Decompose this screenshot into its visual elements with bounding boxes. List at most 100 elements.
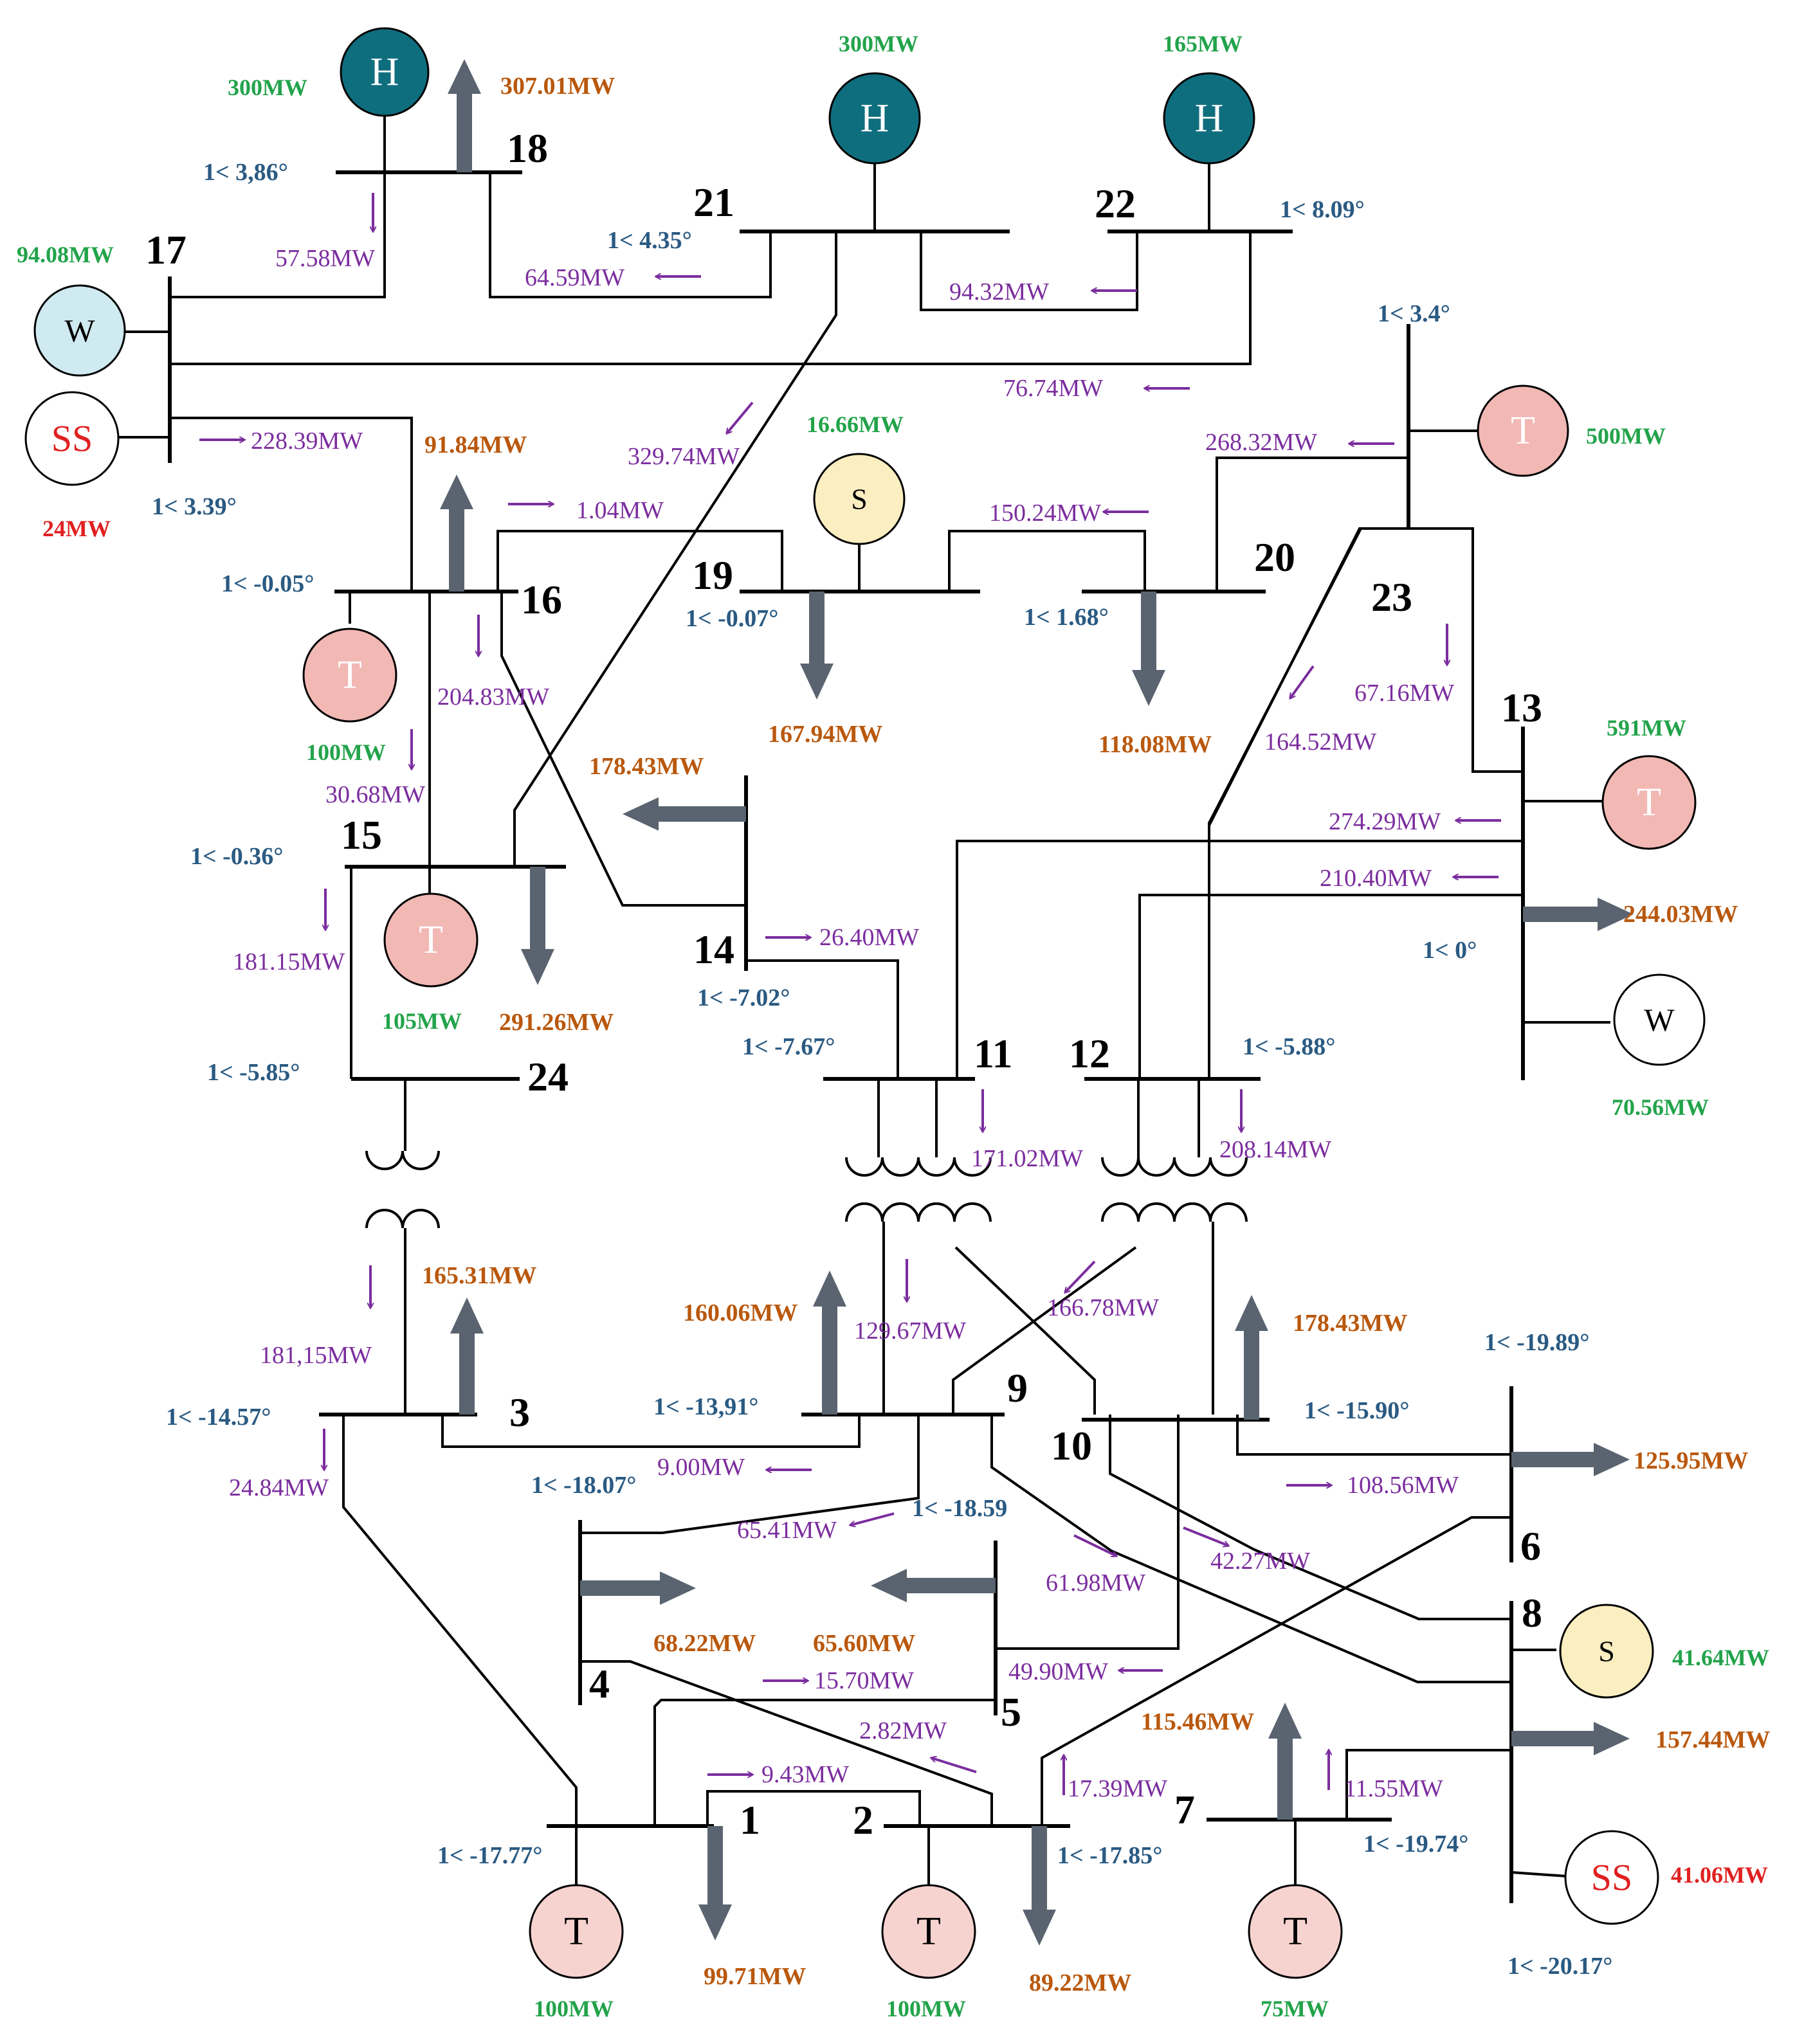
transformer-12-10 xyxy=(1101,1157,1248,1222)
bus-angle: 1< -0.05° xyxy=(221,570,314,597)
flow-mw: 65.41MW xyxy=(737,1517,837,1544)
bus-number: 7 xyxy=(1174,1787,1195,1832)
flow-mw: 9.00MW xyxy=(657,1454,745,1481)
thermal-generator-7: T xyxy=(1248,1884,1343,1979)
bus-number: 4 xyxy=(589,1661,610,1706)
bus-number: 10 xyxy=(1051,1423,1092,1469)
bus-angle: 1< -13,91° xyxy=(653,1393,759,1420)
bus-number: 23 xyxy=(1371,574,1412,620)
bus-angle: 1< 0° xyxy=(1423,937,1477,964)
generator-symbol: T xyxy=(419,918,443,962)
bus-angle: 1< 3,86° xyxy=(203,159,288,186)
bus-number: 15 xyxy=(341,812,382,858)
load-mw: 178.43MW xyxy=(589,753,704,780)
generator-symbol: S xyxy=(1598,1635,1615,1668)
flow-mw: 166.78MW xyxy=(1047,1294,1159,1321)
generator-mw: 165MW xyxy=(1163,31,1243,57)
generator-symbol: SS xyxy=(1591,1857,1633,1899)
load-mw: 165.31MW xyxy=(422,1262,536,1289)
generator-symbol: T xyxy=(1283,1910,1308,1953)
flow-mw: 61.98MW xyxy=(1046,1569,1145,1596)
flow-mw: 108.56MW xyxy=(1347,1472,1459,1499)
bus-number: 5 xyxy=(1001,1689,1021,1735)
bus-number: 16 xyxy=(521,577,562,622)
load-mw: 125.95MW xyxy=(1634,1447,1748,1474)
flow-mw: 64.59MW xyxy=(525,264,624,291)
flow-mw: 210.40MW xyxy=(1320,865,1432,892)
flow-mw: 57.58MW xyxy=(275,245,375,272)
load-mw: 68.22MW xyxy=(653,1630,756,1657)
load-values: 307.01MW 91.84MW 167.94MW 118.08MW 178.4… xyxy=(422,73,1770,1996)
flow-mw: 76.74MW xyxy=(1003,375,1103,402)
flow-mw: 181.15MW xyxy=(233,948,345,975)
generator-symbol: W xyxy=(64,312,95,348)
generator-mw: 16.66MW xyxy=(806,412,904,437)
generator-mw: 24MW xyxy=(42,516,111,541)
wind-generator-17: W xyxy=(33,284,126,377)
bus-number: 17 xyxy=(145,227,187,273)
generator-symbol: T xyxy=(564,1910,588,1953)
flow-mw: 15.70MW xyxy=(814,1667,914,1694)
thermal-generator-2: T xyxy=(881,1884,976,1979)
flow-mw: 181,15MW xyxy=(260,1342,372,1369)
bus-angle: 1< -15.90° xyxy=(1304,1397,1410,1424)
bus-number: 12 xyxy=(1069,1031,1110,1076)
load-mw: 178.43MW xyxy=(1293,1310,1407,1337)
load-mw: 99.71MW xyxy=(704,1963,806,1990)
wind-generator-13: W xyxy=(1613,973,1706,1066)
bus-number: 1 xyxy=(740,1797,760,1843)
bus-angle: 1< -5.88° xyxy=(1243,1033,1336,1060)
transmission-lines xyxy=(170,172,1610,1877)
thermal-generator-23: T xyxy=(1477,384,1569,477)
solar-generator-8: S xyxy=(1559,1604,1654,1699)
storage-17: SS xyxy=(24,391,120,486)
bus-angle: 1< 1.68° xyxy=(1024,604,1109,631)
load-mw: 115.46MW xyxy=(1141,1708,1254,1735)
flow-mw: 9.43MW xyxy=(761,1761,849,1788)
generator-mw: 100MW xyxy=(534,1996,614,2021)
flow-mw: 24.84MW xyxy=(229,1474,329,1501)
thermal-generator-15: T xyxy=(383,892,478,988)
generator-symbol: T xyxy=(916,1910,941,1953)
hydro-generator-22: H xyxy=(1163,72,1255,165)
load-mw: 157.44MW xyxy=(1655,1726,1770,1753)
bus-number: 24 xyxy=(527,1054,569,1099)
bus-number: 14 xyxy=(693,927,734,972)
bus-angle: 1< -20.17° xyxy=(1508,1953,1613,1980)
transformer-11-9 xyxy=(845,1157,992,1222)
hydro-generator-18: H xyxy=(340,27,430,117)
generator-mw: 41.64MW xyxy=(1672,1645,1769,1670)
flow-mw: 171.02MW xyxy=(971,1145,1083,1172)
generator-mw: 300MW xyxy=(839,31,918,57)
bus-number: 9 xyxy=(1007,1365,1028,1411)
bus-number: 8 xyxy=(1522,1590,1542,1636)
bus-angle: 1< -7.02° xyxy=(697,984,790,1011)
bus-angle: 1< 4.35° xyxy=(607,227,692,254)
load-mw: 244.03MW xyxy=(1623,901,1738,928)
load-mw: 91.84MW xyxy=(424,431,527,458)
bus-angle: 1< -18.07° xyxy=(531,1472,637,1499)
generator-mw: 100MW xyxy=(306,739,386,765)
generator-mw: 500MW xyxy=(1586,423,1666,449)
bus-angle: 1< -17.77° xyxy=(437,1842,543,1869)
flow-arrows xyxy=(199,193,1501,1795)
bus-angle: 1< -18.59 xyxy=(912,1495,1007,1522)
generator-symbol: T xyxy=(1511,409,1535,453)
generator-symbol: SS xyxy=(51,418,93,460)
bus-angle: 1< 8.09° xyxy=(1280,196,1365,223)
bus-number: 20 xyxy=(1254,534,1295,580)
thermal-generator-13: T xyxy=(1601,755,1697,850)
generator-symbol: H xyxy=(861,96,889,140)
generator-mw: 75MW xyxy=(1261,1996,1329,2021)
load-mw: 167.94MW xyxy=(768,721,882,748)
bus-angle: 1< -17.85° xyxy=(1057,1842,1163,1869)
bus-angle: 1< -14.57° xyxy=(166,1404,271,1431)
flow-mw: 228.39MW xyxy=(251,428,363,455)
bus-number: 3 xyxy=(509,1389,530,1435)
flow-mw: 164.52MW xyxy=(1264,728,1376,755)
flow-mw: 17.39MW xyxy=(1068,1775,1167,1802)
generator-mw: 94.08MW xyxy=(17,242,114,267)
generator-symbol: W xyxy=(1644,1002,1675,1038)
bus-number: 21 xyxy=(693,179,734,225)
